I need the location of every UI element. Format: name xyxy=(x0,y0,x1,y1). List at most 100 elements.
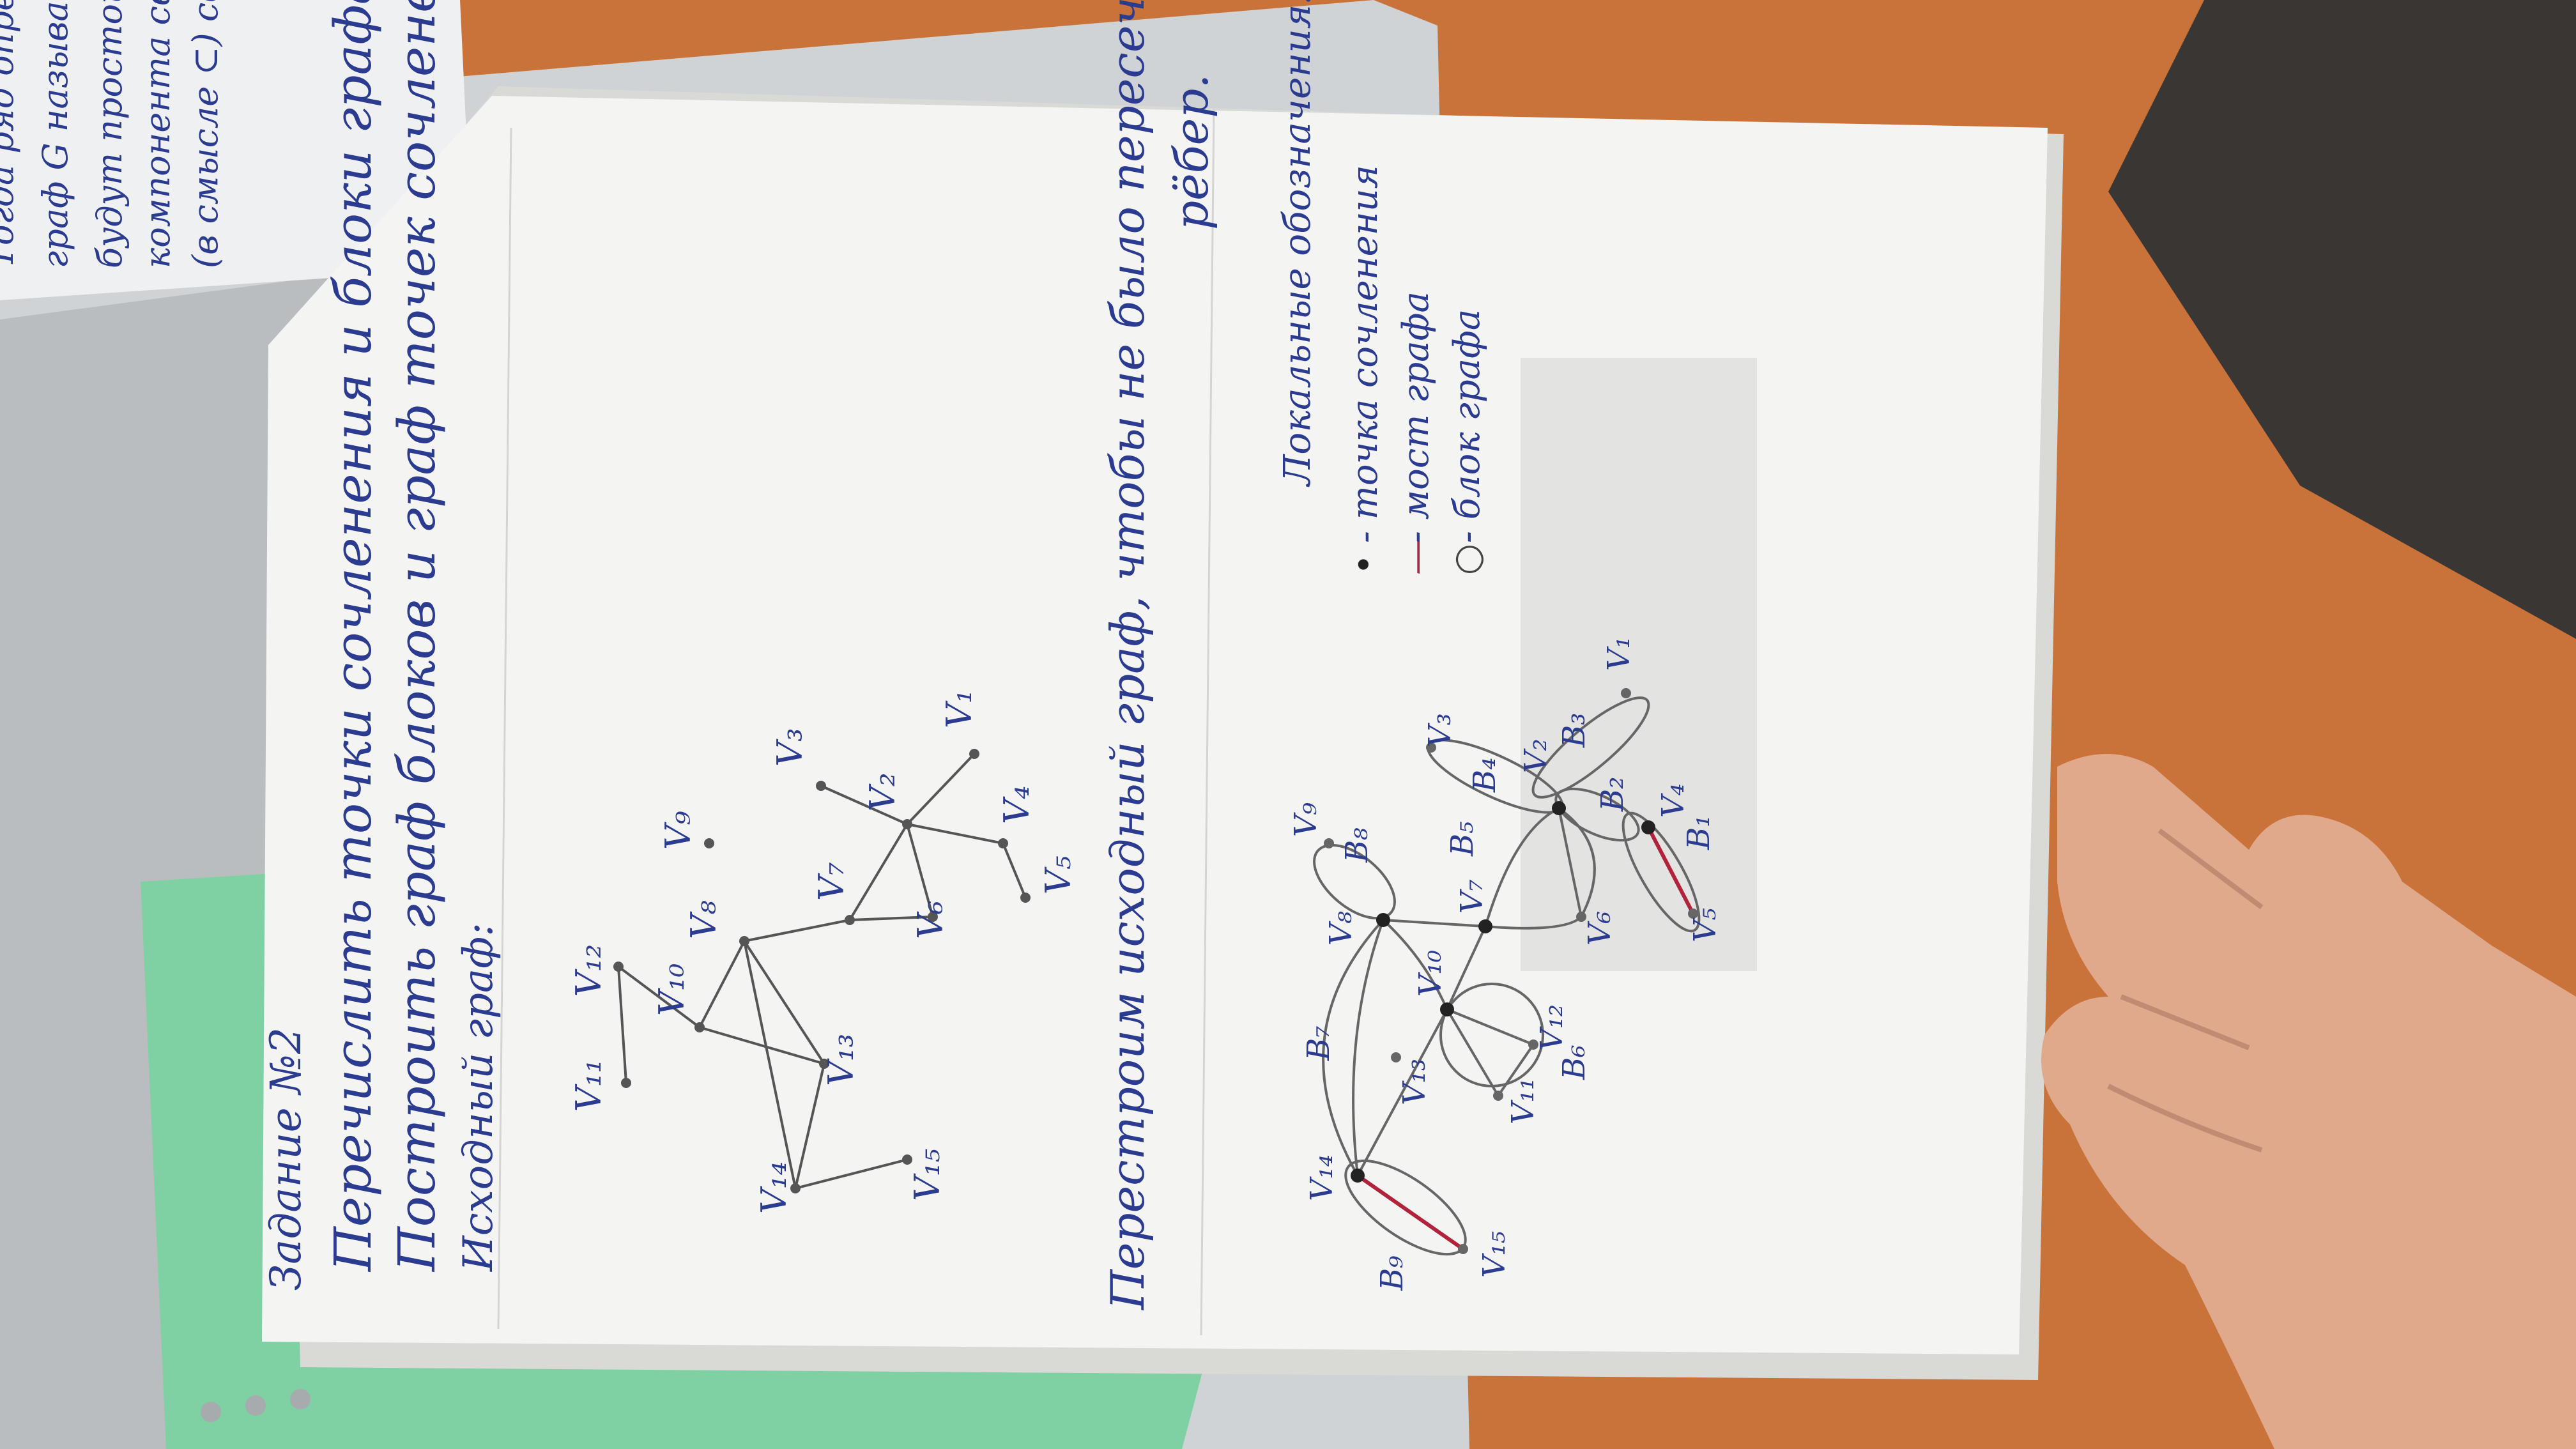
g2-vertex-v10 xyxy=(1440,1002,1454,1016)
g2-vertex-v9 xyxy=(1324,838,1334,848)
legend-marker-bridge: — xyxy=(1395,539,1437,575)
g1-label-v12: V₁₂ xyxy=(569,944,609,997)
g2-label-v4: V₄ xyxy=(1655,783,1691,818)
g1-vertex-v12 xyxy=(613,962,624,972)
task-text: Задание №2 Перечислить точки сочленения … xyxy=(261,0,1218,1311)
g2-vertex-v2 xyxy=(1552,801,1566,815)
graph-original-vertices xyxy=(613,749,1031,1193)
g1-vertex-v4 xyxy=(998,838,1008,848)
g2-vertex-v3 xyxy=(1426,742,1436,753)
g1-label-v11: V₁₁ xyxy=(569,1059,609,1112)
graph-original-edges xyxy=(617,753,1027,1190)
g2-vertex-v14 xyxy=(1351,1169,1365,1183)
legend-text-block: - блок графа xyxy=(1446,309,1488,543)
g1-label-v3: V₃ xyxy=(770,728,810,767)
g1-vertex-v14 xyxy=(790,1183,801,1193)
g1-label-v2: V₂ xyxy=(862,772,903,811)
g2-label-v7: V₇ xyxy=(1454,879,1490,914)
g2-label-b1: B₁ xyxy=(1681,815,1717,850)
g2-vertex-v8 xyxy=(1376,913,1390,927)
hand xyxy=(2041,754,2576,1449)
rebuild-line-2: рёбер. xyxy=(1165,74,1218,230)
graph-rebuilt-labels: V₁₄ V₁₅ V₁₃ V₈ V₉ V₁₀ V₇ V₁₁ V₁₂ V₆ V₃ V… xyxy=(1288,636,1723,1291)
g2-vertex-v6 xyxy=(1576,912,1586,922)
g2-label-b5: B₅ xyxy=(1445,821,1480,857)
g2-label-v2: V₂ xyxy=(1518,739,1554,773)
top-note-text: Тогда ряд определ граф G называ будут пр… xyxy=(0,0,226,268)
g2-label-v12: V₁₂ xyxy=(1534,1004,1570,1051)
top-note-paper xyxy=(0,0,473,300)
g2-vertex-v13 xyxy=(1391,1052,1401,1062)
ruled-lines xyxy=(497,108,1215,1336)
g1-label-v5: V₅ xyxy=(1038,855,1078,894)
g1-label-v8: V₈ xyxy=(684,900,724,939)
g2-label-b6: B₆ xyxy=(1556,1045,1592,1080)
g2-label-b9: B₉ xyxy=(1374,1255,1410,1291)
g2-label-v9: V₉ xyxy=(1288,802,1324,837)
task-heading: Задание №2 xyxy=(261,1027,310,1291)
g2-label-b2: B₂ xyxy=(1595,776,1630,812)
g2-label-v15: V₁₅ xyxy=(1476,1231,1512,1278)
rebuild-line-1: Перестроим исходный граф, чтобы не было … xyxy=(1101,0,1154,1311)
hand-finger-lines xyxy=(2107,828,2264,1153)
top-note-line-5: (в смысле ⊂) связна xyxy=(185,0,226,268)
g2-vertex-v4 xyxy=(1641,820,1655,834)
g1-vertex-v3 xyxy=(816,781,826,791)
g1-vertex-v8 xyxy=(739,936,749,946)
top-note-line-1: Тогда ряд определ xyxy=(0,0,21,268)
g1-label-v14: V₁₄ xyxy=(754,1162,794,1214)
g1-label-v6: V₆ xyxy=(910,900,951,939)
g1-vertex-v9 xyxy=(704,838,714,848)
g1-label-v15: V₁₅ xyxy=(907,1149,947,1201)
g2-label-b8: B₈ xyxy=(1339,827,1375,863)
legend-marker-block: ○ xyxy=(1446,544,1488,575)
g2-label-v14: V₁₄ xyxy=(1304,1154,1340,1201)
g2-label-v6: V₆ xyxy=(1582,911,1618,946)
g1-vertex-v13 xyxy=(819,1059,829,1069)
g2-vertex-v15 xyxy=(1458,1244,1468,1254)
g2-vertex-v12 xyxy=(1528,1039,1538,1050)
print-through-shade xyxy=(1521,358,1757,971)
legend: Локальные обозначения: • - точка сочлене… xyxy=(1275,0,1488,575)
legend-title: Локальные обозначения: xyxy=(1275,0,1319,487)
g1-label-v10: V₁₀ xyxy=(652,963,692,1016)
g2-vertex-v5 xyxy=(1688,908,1698,919)
graph-rebuilt-edges xyxy=(1313,696,1701,1256)
g2-label-v3: V₃ xyxy=(1422,713,1458,747)
legend-marker-point: • xyxy=(1344,554,1386,575)
g1-label-v4: V₄ xyxy=(997,785,1037,824)
g1-label-v9: V₉ xyxy=(658,811,698,850)
g1-vertex-v7 xyxy=(845,915,855,925)
g1-label-v7: V₇ xyxy=(811,862,852,901)
g2-label-v10: V₁₀ xyxy=(1413,950,1448,997)
g2-vertex-v7 xyxy=(1478,919,1492,933)
g1-label-v13: V₁₃ xyxy=(821,1034,861,1086)
g2-label-b7: B₇ xyxy=(1301,1025,1337,1061)
task-line-1: Перечислить точки сочленения и блоки гра… xyxy=(323,0,383,1273)
paper-sheet xyxy=(262,96,2048,1354)
g2-label-v13: V₁₃ xyxy=(1397,1059,1432,1105)
task-line-2: Построить граф блоков и граф точек сочле… xyxy=(387,0,447,1273)
dark-chair-area xyxy=(2108,0,2576,639)
original-graph-label: Исходный граф: xyxy=(455,923,502,1272)
g2-vertex-v11 xyxy=(1493,1091,1503,1101)
g2-label-b4: B₄ xyxy=(1467,757,1503,793)
g2-label-v8: V₈ xyxy=(1323,911,1359,946)
g2-label-b3: B₃ xyxy=(1556,712,1592,748)
g1-vertex-v15 xyxy=(902,1154,912,1165)
g1-vertex-v6 xyxy=(928,912,938,922)
g1-label-v1: V₁ xyxy=(939,689,979,728)
top-note-line-2: граф G называ xyxy=(35,1,75,268)
legend-text-point: - точка сочленения xyxy=(1344,165,1386,543)
g2-label-v11: V₁₁ xyxy=(1505,1078,1541,1124)
g1-vertex-v1 xyxy=(969,749,979,759)
g2-label-v1: V₁ xyxy=(1601,636,1637,671)
g2-vertex-v1 xyxy=(1621,688,1631,698)
graph-original-labels: V₁₁ V₁₂ V₁₀ V₈ V₉ V₁₃ V₁₄ V₁₅ V₇ V₆ V₂ V… xyxy=(569,689,1078,1214)
g1-vertex-v10 xyxy=(694,1022,705,1032)
top-note-line-4: компонента связно xyxy=(137,0,178,268)
legend-text-bridge: - мост графа xyxy=(1395,291,1437,543)
g1-vertex-v2 xyxy=(902,819,912,829)
g1-vertex-v11 xyxy=(621,1078,631,1088)
